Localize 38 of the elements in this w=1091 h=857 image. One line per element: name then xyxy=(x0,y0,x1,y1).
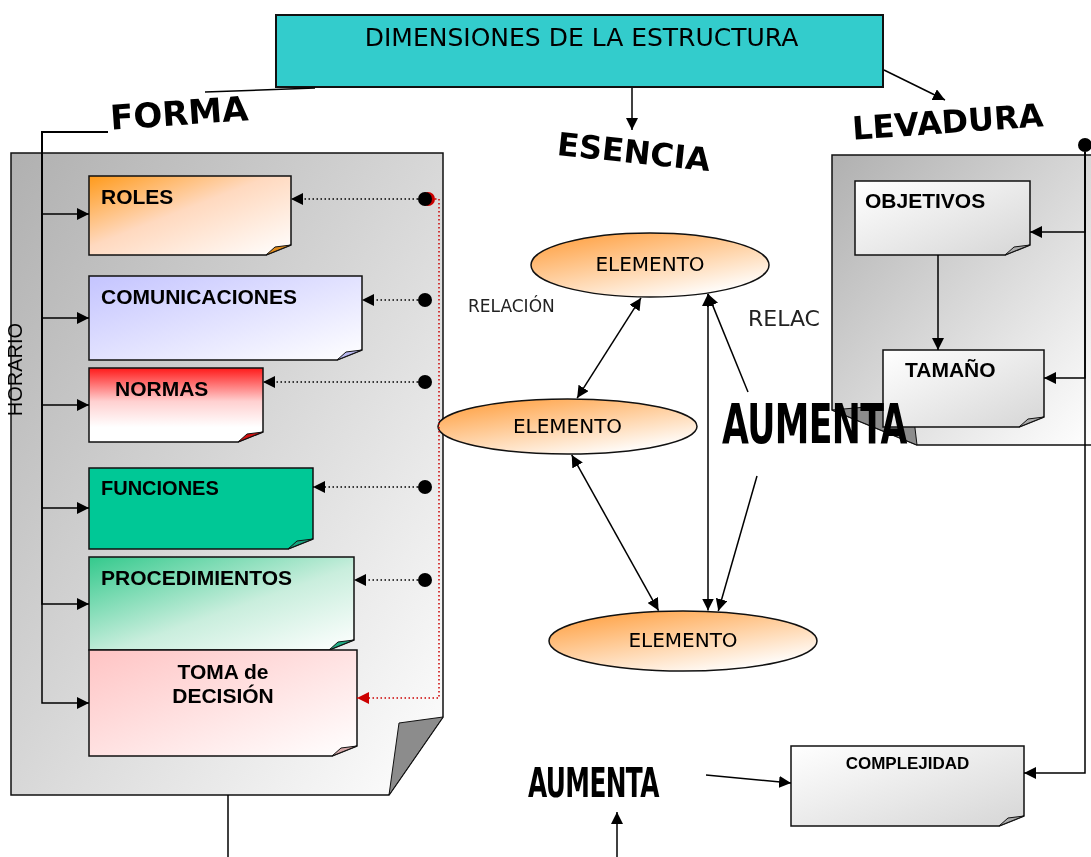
node-label: ELEMENTO xyxy=(627,629,739,652)
title-box xyxy=(275,14,884,88)
vertical-label: HORARIO xyxy=(4,322,28,417)
node-label: TOMA de DECISIÓN xyxy=(171,660,275,709)
connector-arrow xyxy=(883,69,946,101)
node-label: COMPLEJIDAD xyxy=(844,754,971,774)
hand-lettered-word: LEVADURA xyxy=(850,97,1045,148)
connector-arrow xyxy=(290,193,419,205)
hand-lettered-word: FORMA xyxy=(108,89,250,138)
connector-arrow xyxy=(626,87,638,131)
connector-arrow xyxy=(705,774,792,788)
connector-arrow xyxy=(356,198,440,704)
connector-arrow xyxy=(702,293,714,612)
node-label: ELEMENTO xyxy=(511,414,624,438)
connector-arrow xyxy=(932,254,944,351)
connector-arrow xyxy=(707,293,749,393)
node-label: TAMAÑO xyxy=(905,358,996,383)
hand-lettered-word: AUMENTA xyxy=(528,760,659,806)
node-label: DIMENSIONES DE LA ESTRUCTURA xyxy=(363,24,800,53)
node-label: COMUNICACIONES xyxy=(101,285,297,310)
node-label: ELEMENTO xyxy=(594,253,706,276)
connector-arrow xyxy=(1023,151,1086,779)
node-label: FUNCIONES xyxy=(101,477,219,500)
relation-label: RELAC xyxy=(748,306,820,331)
hand-lettered-word: ESENCIA xyxy=(555,126,713,179)
connector-arrow xyxy=(312,481,419,493)
connector-arrow xyxy=(361,294,419,306)
node-label: OBJETIVOS xyxy=(865,189,986,214)
connector-arrow xyxy=(353,574,419,586)
connector-arrow xyxy=(576,297,642,399)
node-label: ROLES xyxy=(101,185,174,210)
connector-arrow xyxy=(611,811,623,857)
connector-arrow xyxy=(715,475,758,612)
node-label: NORMAS xyxy=(115,377,209,402)
node-label: PROCEDIMIENTOS xyxy=(101,566,292,591)
relation-label: RELACIÓN xyxy=(468,296,555,316)
connector-arrow xyxy=(262,376,419,388)
connector-arrow xyxy=(571,454,660,612)
